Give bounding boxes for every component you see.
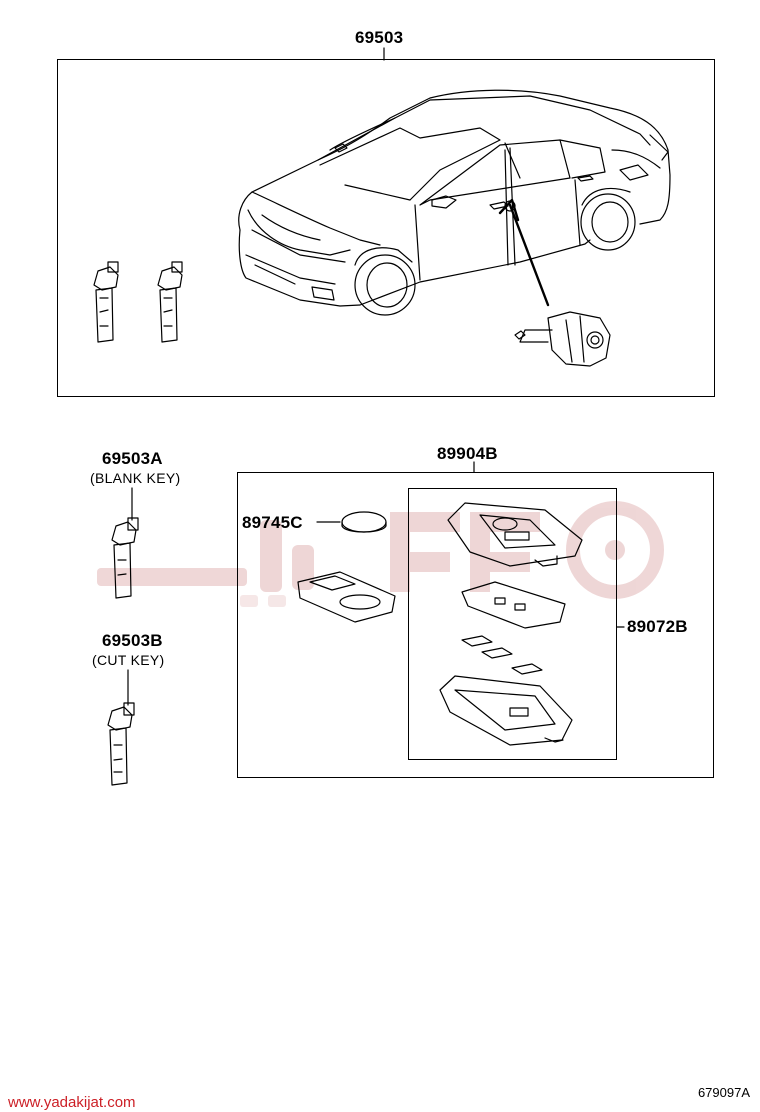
cut-key-illustration <box>107 669 135 786</box>
figure-id: 679097A <box>697 1085 750 1100</box>
fob-buttons <box>461 635 543 675</box>
blank-key-illustration <box>111 487 139 599</box>
fob-top-cover <box>447 502 583 567</box>
key-pair-top <box>93 261 183 343</box>
part-label-blank-key: 69503A <box>102 449 163 468</box>
blank-key-note: (BLANK KEY) <box>90 470 181 486</box>
part-label-transmitter-housing: 89072B <box>627 617 688 636</box>
key-blade-housing <box>297 571 396 623</box>
transmitter-assy-frame <box>237 472 714 778</box>
part-label-key-set: 69503 <box>355 28 404 47</box>
key-set-frame <box>57 59 715 397</box>
door-lock-cylinder <box>514 311 611 367</box>
transmitter-housing-frame <box>408 488 617 760</box>
car-illustration <box>238 89 671 316</box>
cut-key-note: (CUT KEY) <box>92 652 165 668</box>
fob-bottom-case <box>439 675 573 746</box>
part-label-cut-key: 69503B <box>102 631 163 650</box>
part-label-transmitter-assy: 89904B <box>437 444 498 463</box>
fob-circuit-board <box>461 581 566 629</box>
part-label-battery: 89745C <box>242 513 303 532</box>
watermark-website: www.yadakijat.com <box>8 1094 136 1111</box>
battery-coin-cell <box>316 511 387 533</box>
